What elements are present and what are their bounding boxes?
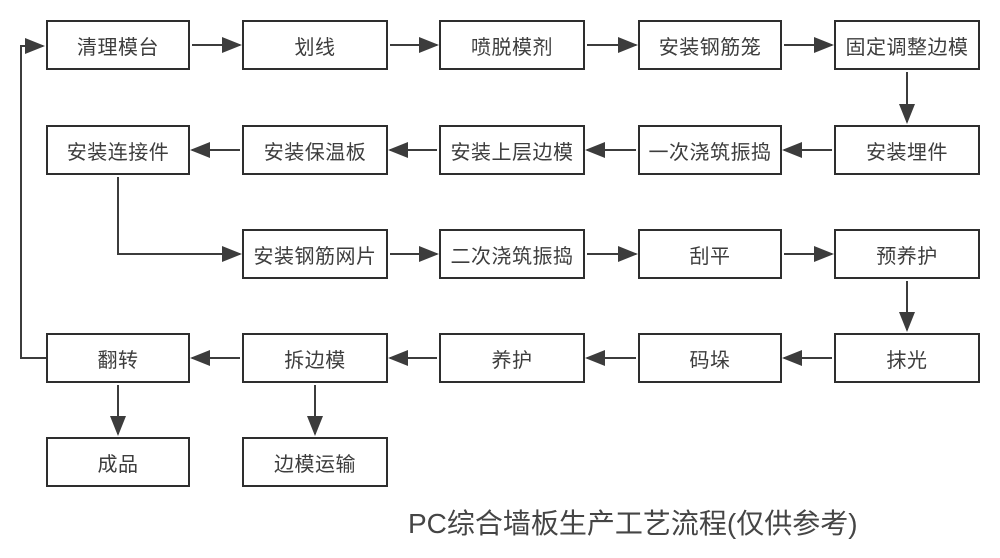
node-install-connectors: 安装连接件 xyxy=(46,125,190,175)
node-pre-curing: 预养护 xyxy=(834,229,980,279)
node-first-pour-vibrate: 一次浇筑振捣 xyxy=(638,125,782,175)
node-clean-mold-platform: 清理模台 xyxy=(46,20,190,70)
node-install-rebar-cage: 安装钢筋笼 xyxy=(638,20,782,70)
node-curing: 养护 xyxy=(439,333,585,383)
node-remove-side-molds: 拆边模 xyxy=(242,333,388,383)
node-finished-product: 成品 xyxy=(46,437,190,487)
node-side-mold-transport: 边模运输 xyxy=(242,437,388,487)
node-install-rebar-mesh: 安装钢筋网片 xyxy=(242,229,388,279)
node-fix-adjust-side-molds: 固定调整边模 xyxy=(834,20,980,70)
node-install-upper-side-molds: 安装上层边模 xyxy=(439,125,585,175)
node-second-pour-vibrate: 二次浇筑振捣 xyxy=(439,229,585,279)
node-scrape-flat: 刮平 xyxy=(638,229,782,279)
diagram-title: PC综合墙板生产工艺流程(仅供参考) xyxy=(408,508,858,539)
node-scribe-lines: 划线 xyxy=(242,20,388,70)
node-spray-release-agent: 喷脱模剂 xyxy=(439,20,585,70)
node-flip-over: 翻转 xyxy=(46,333,190,383)
node-install-embedded-parts: 安装埋件 xyxy=(834,125,980,175)
node-install-insulation-board: 安装保温板 xyxy=(242,125,388,175)
node-stacking: 码垛 xyxy=(638,333,782,383)
node-trowel-smooth: 抹光 xyxy=(834,333,980,383)
connector-install-connectors-to-install-rebar-mesh xyxy=(117,177,242,262)
connector-flip-over-to-clean-mold-platform-loop xyxy=(20,38,46,359)
